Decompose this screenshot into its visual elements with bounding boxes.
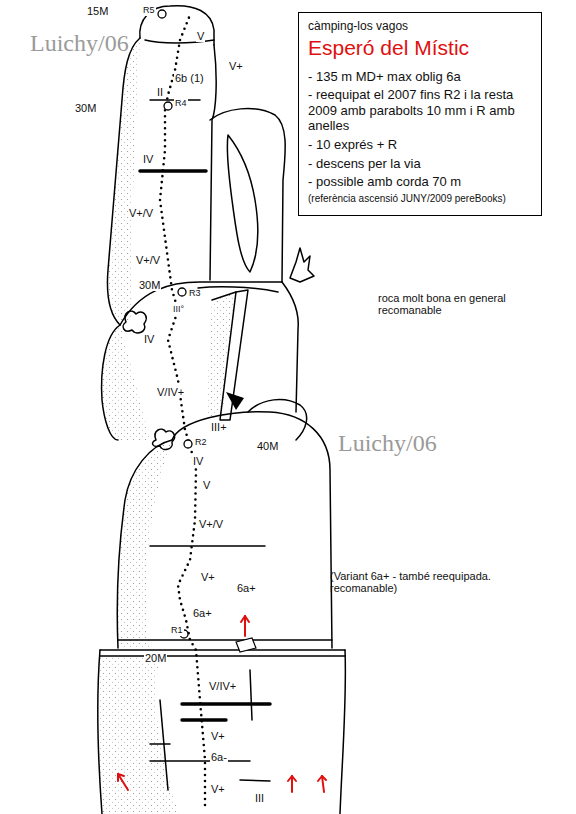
reference-note: (referència ascensió JUNY/2009 pereBooks…	[308, 193, 532, 205]
grade-label: V+	[228, 60, 244, 72]
grade-label: 20M	[144, 652, 167, 664]
grade-label: V/IV+	[208, 680, 237, 692]
grade-label: 30M	[74, 102, 97, 114]
route-fact: - reequipat el 2007 fins R2 i la resta 2…	[308, 87, 532, 134]
grade-label: R2	[194, 438, 208, 448]
note-text: roca molt bona en general recomanable	[378, 292, 538, 316]
grade-label: 6a+	[192, 607, 213, 619]
grade-label: V+	[210, 730, 226, 742]
grade-label: V	[202, 479, 211, 491]
route-name: Esperó del Místic	[308, 35, 532, 60]
grade-label: R1	[170, 626, 184, 636]
grade-label: IV	[192, 455, 204, 467]
grade-label: R5	[142, 6, 156, 16]
grade-label: 6a-	[210, 751, 228, 763]
route-fact: - possible amb corda 70 m	[308, 174, 532, 190]
grade-label: 15M	[86, 5, 109, 17]
watermark: Luichy/06	[30, 30, 129, 56]
grade-label: III	[254, 792, 265, 804]
route-fact: - descens per la via	[308, 156, 532, 172]
grade-label: 40M	[256, 440, 279, 452]
route-fact: - 135 m MD+ max oblig 6a	[308, 69, 532, 85]
info-box: càmping-los vagosEsperó del Místic - 135 …	[298, 12, 542, 216]
grade-label: 6b (1)	[174, 72, 205, 84]
grade-label: V+	[200, 571, 216, 583]
grade-label: 30M	[138, 279, 161, 291]
grade-label: V+/V	[198, 518, 224, 530]
grade-label: V/IV+	[156, 386, 185, 398]
route-fact: - 10 exprés + R	[308, 137, 532, 153]
grade-label: 6a+	[236, 582, 257, 594]
grade-label: R4	[174, 99, 188, 109]
grade-label: V	[196, 30, 205, 42]
grade-label: IV	[142, 153, 154, 165]
watermark: Luichy/06	[338, 430, 437, 456]
grade-label: III+	[210, 421, 228, 433]
grade-label: IV	[143, 333, 155, 345]
note-text: (Variant 6a+ - també reequipada. recoman…	[330, 570, 545, 594]
grade-label: V+/V	[128, 207, 154, 219]
grade-label: III°	[172, 305, 185, 315]
place-name: càmping-los vagos	[308, 19, 532, 33]
grade-label: V+	[210, 783, 226, 795]
grade-label: V+/V	[135, 254, 161, 266]
grade-label: R3	[188, 289, 202, 299]
grade-label: II	[156, 86, 164, 98]
